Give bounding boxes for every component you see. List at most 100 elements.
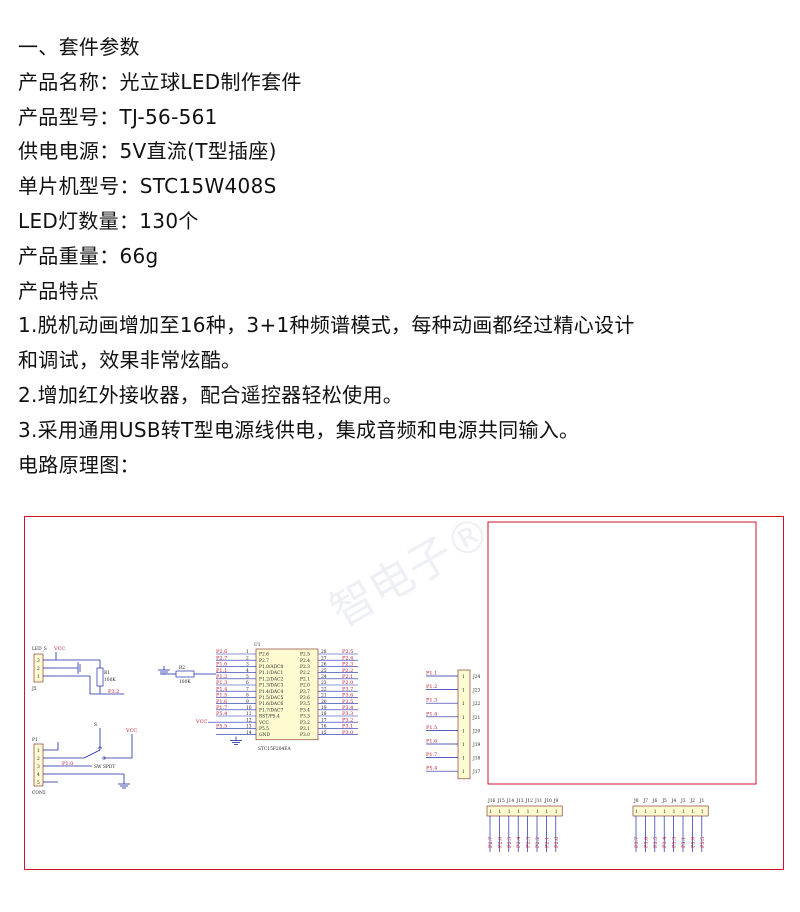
u1-left-net: P1.1 bbox=[216, 668, 227, 674]
row-header-ref: J21 bbox=[472, 716, 481, 721]
u1-pin-number: 10 bbox=[246, 706, 252, 711]
u1-right-net: P3.6 bbox=[342, 693, 353, 699]
col-header-pin: 1 bbox=[644, 810, 647, 815]
u1-pin-number: 18 bbox=[321, 712, 327, 717]
row-header-pin: 1 bbox=[462, 770, 465, 775]
u1-pin-name: P1.0/ADC0 bbox=[259, 665, 283, 670]
u1-pin-name: P2.0 bbox=[300, 684, 310, 689]
col-header-net: P2.0 bbox=[554, 837, 560, 848]
u1-pin-number: 27 bbox=[321, 656, 327, 661]
u1-body bbox=[255, 648, 319, 741]
col-header-pin: 1 bbox=[517, 810, 520, 815]
col-header-pin: 1 bbox=[498, 810, 501, 815]
j5-vcc: VCC bbox=[53, 646, 65, 652]
u1-right-net: P3.7 bbox=[342, 686, 353, 692]
u1-pin-name: P2.6 bbox=[259, 653, 269, 658]
spec-line: 产品名称：光立球LED制作套件 bbox=[18, 69, 302, 94]
row-header-pin: 1 bbox=[462, 702, 465, 707]
p1-body bbox=[33, 743, 44, 787]
col-header-net: P3.0 bbox=[690, 837, 696, 848]
u1-left-net: P2.7 bbox=[216, 655, 227, 661]
j5-pin-number: 1 bbox=[37, 675, 40, 680]
u1-pin-name: P3.6 bbox=[300, 696, 310, 701]
r2-ref: R2 bbox=[179, 666, 185, 671]
r1-value: 100K bbox=[104, 678, 116, 683]
sw-ref: S bbox=[94, 723, 97, 728]
u1-pin-name: P1.5/DAC5 bbox=[259, 696, 283, 701]
u1-pin-number: 23 bbox=[321, 681, 327, 686]
sw-blade bbox=[83, 749, 101, 759]
u1-pin-name: P3.4 bbox=[300, 708, 310, 713]
row-header-pin: 1 bbox=[462, 743, 465, 748]
col-header-pin: 1 bbox=[489, 810, 492, 815]
row-header-ref: J18 bbox=[472, 757, 481, 762]
col-header-net: P2.5 bbox=[507, 837, 513, 848]
row-header-net: P1.2 bbox=[426, 684, 437, 690]
col-header-ref: J10 bbox=[543, 799, 552, 804]
r2-body bbox=[175, 670, 195, 678]
u1-pin-name: P3.7 bbox=[300, 690, 310, 695]
col-header-net: P2.1 bbox=[544, 837, 550, 848]
u1-pin-number: 6 bbox=[246, 681, 249, 686]
col-header-net: P3.4 bbox=[662, 837, 668, 848]
u1-right-net: P3.1 bbox=[342, 724, 353, 730]
col-header-ref: J14 bbox=[506, 799, 515, 804]
u1-right-net: P2.5 bbox=[342, 649, 353, 655]
col-header-ref: J7 bbox=[642, 799, 648, 804]
u1-left-net: P1.5 bbox=[216, 693, 227, 699]
u1-pin-name: P2.1 bbox=[300, 677, 310, 682]
u1-right-net: P3.2 bbox=[342, 717, 353, 723]
p1-pin-number: 5 bbox=[37, 781, 40, 786]
p1-pin-number: 4 bbox=[37, 773, 40, 778]
col-header-net: P2.3 bbox=[526, 837, 532, 848]
u1-right-net: P2.1 bbox=[342, 674, 353, 680]
u1-left-net: P1.0 bbox=[216, 662, 227, 668]
u1-left-net: P1.3 bbox=[216, 680, 227, 686]
u1-pin-name: RST/P5.4 bbox=[259, 715, 280, 720]
u1-right-net: P3.3 bbox=[342, 711, 353, 717]
col-header-pin: 1 bbox=[555, 810, 558, 815]
row-header-pin: 1 bbox=[462, 757, 465, 762]
u1-pin-number: 4 bbox=[246, 669, 249, 674]
sw-vcc: VCC bbox=[125, 728, 137, 734]
u1-pin-number: 15 bbox=[321, 731, 327, 736]
spec-line: 1.脱机动画增加至16种，3+1种频谱模式，每种动画都经过精心设计 bbox=[18, 313, 635, 338]
u1-pin-number: 12 bbox=[246, 718, 252, 723]
r1-ref: R1 bbox=[104, 671, 110, 676]
row-header-net: P1.6 bbox=[426, 739, 437, 745]
u1-pin-name: GND bbox=[259, 733, 270, 738]
u1-pin-number: 3 bbox=[246, 663, 249, 668]
col-header-pin: 1 bbox=[545, 810, 548, 815]
u1-pin-name: P2.5 bbox=[300, 653, 310, 658]
u1-left-net: P5.4 bbox=[216, 711, 227, 717]
p1-net-label: P1.0 bbox=[62, 761, 73, 767]
col-header-ref: J5 bbox=[661, 799, 667, 804]
p1-pin-number: 3 bbox=[37, 765, 40, 770]
col-header-pin: 1 bbox=[691, 810, 694, 815]
u1-pin-name: P2.4 bbox=[300, 659, 310, 664]
u1-pin-number: 22 bbox=[321, 687, 327, 692]
p1-pin-number: 2 bbox=[37, 757, 40, 762]
col-header-body bbox=[632, 805, 709, 817]
spec-line: 供电电源：5V直流(T型插座) bbox=[18, 139, 277, 164]
col-header-ref: J13 bbox=[515, 799, 524, 804]
j5-pin-number: 3 bbox=[37, 659, 40, 664]
u1-pin-number: 9 bbox=[246, 700, 249, 705]
j5-title: LED_S bbox=[32, 647, 47, 652]
spec-line: 电路原理图： bbox=[18, 452, 140, 477]
u1-left-net: P1.4 bbox=[216, 686, 227, 692]
u1-pin-number: 11 bbox=[246, 712, 252, 717]
col-header-net: P2.6 bbox=[497, 837, 503, 848]
u1-pin-number: 2 bbox=[246, 656, 249, 661]
col-header-net: P2.7 bbox=[488, 837, 494, 848]
p1-name: CON5 bbox=[32, 791, 46, 796]
row-header-pin: 1 bbox=[462, 716, 465, 721]
u1-pin-number: 17 bbox=[321, 718, 327, 723]
section-heading: 一、套件参数 bbox=[18, 35, 140, 59]
u1-pin-name: P2.7 bbox=[259, 659, 269, 664]
col-header-pin: 1 bbox=[536, 810, 539, 815]
u1-pin-number: 7 bbox=[246, 687, 249, 692]
